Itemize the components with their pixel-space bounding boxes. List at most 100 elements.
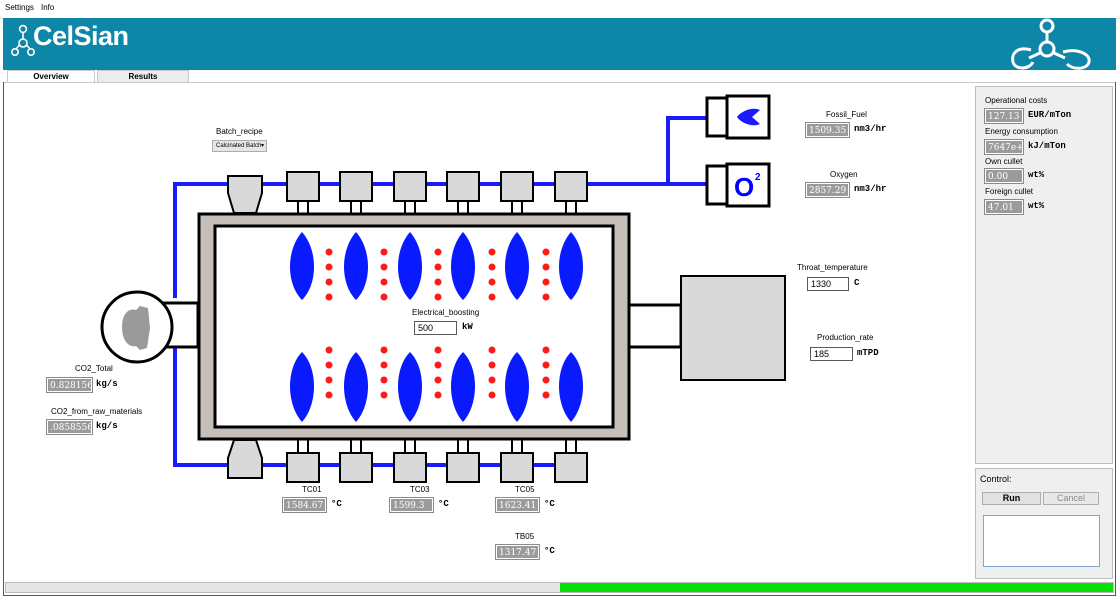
fossil-fuel-value: 1509.35	[805, 122, 850, 138]
electrode	[325, 361, 333, 369]
electrode	[488, 361, 496, 369]
molecule-logo-icon	[1011, 18, 1091, 70]
electrode	[488, 263, 496, 271]
electrode	[325, 278, 333, 286]
electrode	[380, 376, 388, 384]
electrode	[434, 278, 442, 286]
operational-costs-label: Operational costs	[985, 96, 1048, 105]
tab-results[interactable]: Results	[97, 70, 189, 82]
progress-bar-fill	[559, 583, 1113, 592]
electrode	[434, 391, 442, 399]
electrode	[542, 248, 550, 256]
menu-settings[interactable]: Settings	[5, 3, 34, 12]
electrode	[380, 346, 388, 354]
bottom-burner-port	[339, 452, 373, 483]
own-cullet-label: Own cullet	[985, 157, 1023, 166]
electrical-boosting-input[interactable]: 500	[414, 321, 457, 335]
own-cullet-unit: wt%	[1028, 170, 1045, 180]
tb05-value: 1317.47	[495, 544, 540, 560]
top-burner-port	[446, 171, 480, 202]
top-burner-port	[393, 171, 427, 202]
electrode	[434, 361, 442, 369]
bottom-burner-port-neck	[350, 438, 362, 454]
co2-raw-label: CO2_from_raw_materials	[51, 407, 143, 416]
tc03-value: 1599.3	[389, 497, 434, 513]
operational-costs-value: 127.13	[984, 108, 1024, 124]
electrode	[434, 248, 442, 256]
bottom-burner-port	[554, 452, 588, 483]
throat-temperature-unit: C	[854, 278, 860, 288]
progress-bar	[5, 582, 1114, 593]
top-burner-port	[339, 171, 373, 202]
burner-flame	[290, 232, 314, 300]
electrode	[325, 346, 333, 354]
batch-charger-top	[227, 175, 263, 214]
burner-flame	[559, 352, 583, 422]
top-burner-ports	[286, 171, 588, 215]
molecule-small-logo-icon	[11, 24, 35, 56]
electrode	[488, 278, 496, 286]
oxygen-box	[725, 162, 771, 208]
production-rate-input[interactable]: 185	[810, 347, 853, 361]
electrode	[325, 376, 333, 384]
throat-temperature-input[interactable]: 1330	[807, 277, 849, 291]
electrical-boosting-unit: kW	[462, 322, 473, 332]
burner-flame	[505, 352, 529, 422]
header-banner: CelSian	[3, 18, 1116, 70]
electrode	[434, 346, 442, 354]
electrodes	[325, 248, 550, 399]
fossil-fuel-unit: nm3/hr	[854, 124, 887, 134]
burner-flame	[398, 352, 422, 422]
menu-info[interactable]: Info	[41, 3, 55, 12]
tab-overview[interactable]: Overview	[7, 70, 95, 82]
bottom-burner-port-neck	[297, 438, 309, 454]
electrode	[542, 376, 550, 384]
co2-raw-unit: kg/s	[96, 421, 118, 431]
co2-total-value: 0.828156	[46, 377, 93, 393]
electrode	[488, 346, 496, 354]
foreign-cullet-unit: wt%	[1028, 201, 1045, 211]
electrode	[488, 391, 496, 399]
tb05-unit: °C	[544, 546, 555, 556]
top-burner-port-neck	[511, 200, 523, 215]
cancel-button[interactable]: Cancel	[1043, 492, 1099, 505]
oxygen-connector	[705, 164, 729, 206]
electrode	[542, 391, 550, 399]
run-button[interactable]: Run	[982, 492, 1041, 505]
batch-recipe-select[interactable]: Calcinated Batch▾	[212, 140, 267, 152]
furnace-diagram: O 2	[100, 94, 786, 483]
control-panel: Control: Run Cancel	[975, 468, 1113, 579]
oxygen-icon: O	[734, 172, 754, 202]
electrode	[434, 293, 442, 301]
co2-total-unit: kg/s	[96, 379, 118, 389]
burner-flame	[344, 352, 368, 422]
bottom-burner-port	[500, 452, 534, 483]
tc03-unit: °C	[438, 499, 449, 509]
working-end	[680, 275, 786, 381]
tc05-value: 1623.41	[495, 497, 540, 513]
top-burner-port	[286, 171, 320, 202]
log-output[interactable]	[983, 515, 1100, 567]
electrode	[542, 293, 550, 301]
tc01-label: TC01	[302, 485, 322, 494]
operational-costs-unit: EUR/mTon	[1028, 110, 1072, 120]
app-logo-text: CelSian	[33, 21, 129, 51]
top-burner-port	[500, 171, 534, 202]
top-burner-port	[554, 171, 588, 202]
top-burner-port-neck	[457, 200, 469, 215]
energy-consumption-value: 7647e+6	[984, 139, 1024, 155]
electrode	[325, 263, 333, 271]
energy-consumption-label: Energy consumption	[985, 127, 1058, 136]
electrode	[380, 293, 388, 301]
electrical-boosting-label: Electrical_boosting	[412, 308, 480, 317]
own-cullet-value: 0.00	[984, 168, 1024, 184]
electrode	[380, 263, 388, 271]
oxygen-unit: nm3/hr	[854, 184, 887, 194]
overview-panel	[3, 82, 1116, 596]
tc05-unit: °C	[544, 499, 555, 509]
tc01-unit: °C	[331, 499, 342, 509]
fuel-connector	[705, 96, 729, 138]
burner-flame	[398, 232, 422, 300]
electrode	[488, 376, 496, 384]
bottom-burner-port	[286, 452, 320, 483]
